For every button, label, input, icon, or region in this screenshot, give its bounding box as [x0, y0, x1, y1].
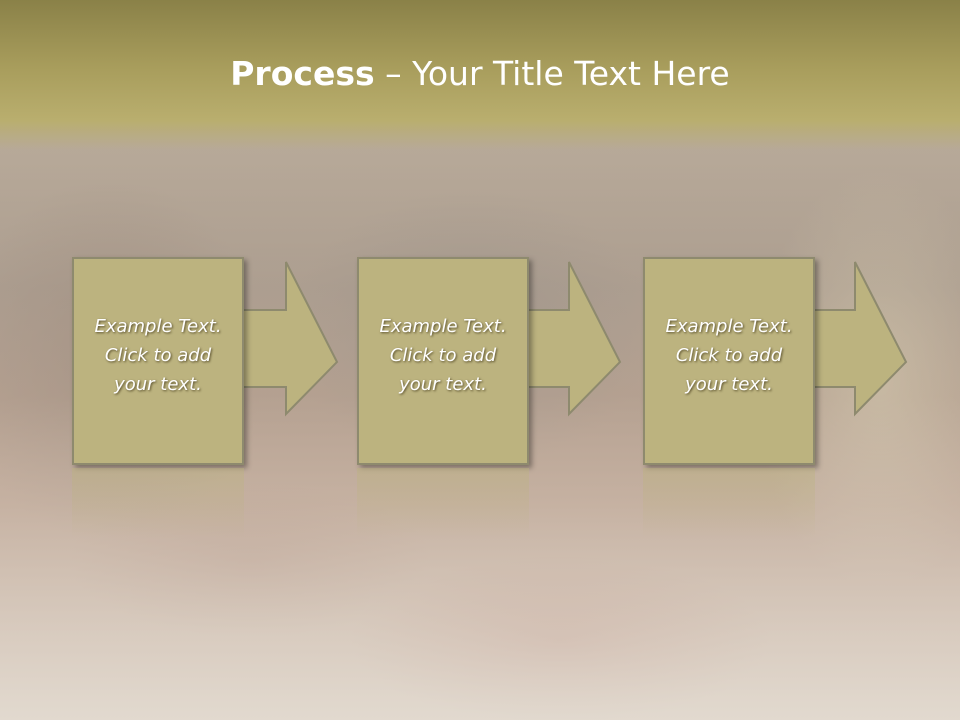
step-2-text[interactable]: Example Text. Click to add your text.	[379, 316, 507, 395]
step-2-box[interactable]	[357, 257, 529, 465]
process-step-3[interactable]: Example Text. Click to add your text.	[642, 256, 912, 468]
title-bar	[0, 0, 960, 150]
step-3-reflection	[643, 468, 815, 538]
step-3-arrow-icon	[813, 261, 908, 417]
step-1-reflection	[72, 468, 244, 538]
step-2-reflection	[357, 468, 529, 538]
step-3-box[interactable]	[643, 257, 815, 465]
process-step-1[interactable]: Example Text. Click to add your text.	[71, 256, 341, 468]
slide-title-rest: – Your Title Text Here	[374, 54, 730, 93]
process-step-2[interactable]: Example Text. Click to add your text.	[356, 256, 626, 468]
step-3-text[interactable]: Example Text. Click to add your text.	[665, 316, 793, 395]
step-2-arrow-icon	[527, 261, 622, 417]
slide-title[interactable]: Process – Your Title Text Here	[0, 52, 960, 96]
step-1-text[interactable]: Example Text. Click to add your text.	[94, 316, 222, 395]
step-1-box[interactable]	[72, 257, 244, 465]
step-1-arrow-icon	[242, 261, 339, 417]
slide-title-bold: Process	[230, 54, 375, 93]
